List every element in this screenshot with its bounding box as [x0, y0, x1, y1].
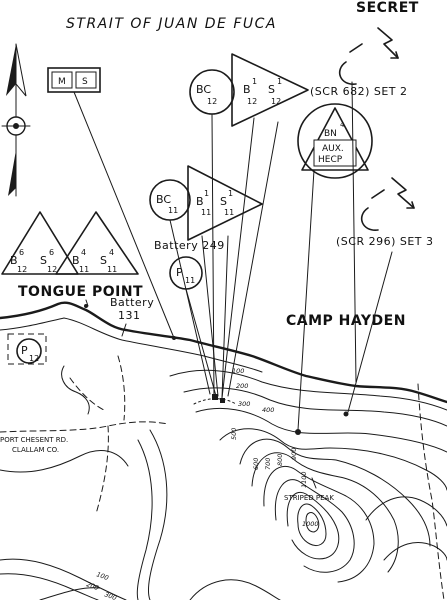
p11-sub: 11: [185, 276, 195, 285]
tongue-unit-2-letter: S: [40, 254, 47, 267]
map-title: STRAIT OF JUAN DE FUCA: [66, 16, 277, 32]
contour-label-300: 300: [238, 400, 250, 408]
coastline: [0, 301, 447, 404]
tongue-unit-2-sub: 12: [47, 265, 57, 274]
bc11-s-sup: 1: [228, 189, 233, 198]
hecp-label: HECP: [318, 155, 343, 165]
tongue-unit-3: B 4 11: [72, 248, 89, 274]
p11-p: P: [176, 266, 183, 279]
camp-hayden-label: CAMP HAYDEN: [286, 313, 406, 329]
aux-hecp-symbol: BN 4 AUX. HECP: [297, 103, 373, 179]
bc12-s: S: [268, 83, 275, 96]
tongue-unit-4-sup: 4: [109, 248, 114, 257]
bc11-bc: BC: [156, 193, 171, 206]
bc11-bc-sub: 11: [168, 206, 178, 215]
tongue-unit-3-sub: 11: [79, 265, 89, 274]
tongue-point-label: TONGUE POINT: [18, 284, 143, 300]
striped-peak-label: STRIPED PEAK: [284, 494, 334, 502]
radar-set-2-label: (SCR 682) SET 2: [310, 85, 408, 98]
bc11-b-sup: 1: [204, 189, 209, 198]
contour-label-900: 900: [290, 448, 298, 460]
contour-label-1000: 1000: [302, 520, 319, 528]
contour-label-600: 600: [252, 458, 260, 470]
bc12-bc: BC: [196, 83, 211, 96]
bc12-b-sup: 1: [252, 77, 257, 86]
tongue-unit-4-letter: S: [100, 254, 107, 267]
tongue-unit-3-letter: B: [72, 254, 80, 267]
aux-label: AUX.: [322, 144, 344, 154]
contour-label-200b: 200: [85, 580, 99, 592]
tongue-point-station-group: B 6 12 S 6 12 B 4 11 S 4 11: [1, 211, 139, 275]
bc11-b-sub: 11: [201, 208, 211, 217]
tongue-unit-2: S 6 12: [40, 248, 57, 274]
contour-label-300b: 300: [103, 590, 117, 600]
tongue-unit-1-letter: B: [10, 254, 18, 267]
legend-m: M: [58, 77, 66, 87]
tongue-unit-1: B 6 12: [10, 248, 27, 274]
radar-symbol-set-3: [360, 177, 415, 231]
bc11-s-sub: 11: [224, 208, 234, 217]
bc12-s-sup: 1: [277, 77, 282, 86]
p12-p: P: [21, 344, 28, 357]
road-label-line2: CLALLAM CO.: [12, 446, 59, 454]
contour-label-800: 800: [276, 454, 284, 466]
p12-station: P 12: [7, 333, 47, 365]
road-label-line1: PORT CHESENT RD.: [0, 436, 68, 444]
legend-box-ms: M S: [47, 67, 101, 93]
bc12-b-sub: 12: [247, 97, 257, 106]
battery-131-line2: 131: [118, 309, 141, 322]
tongue-unit-2-sup: 6: [49, 248, 54, 257]
contour-lines: [0, 369, 447, 600]
coastline-inner: [0, 317, 263, 373]
site-markers: [84, 304, 349, 435]
contour-label-700: 700: [264, 458, 272, 470]
bc11-station-group: BC 11 B 1 11 S 1 11: [149, 165, 263, 241]
p12-sub: 12: [29, 354, 39, 363]
bc11-s: S: [220, 195, 227, 208]
roads: [0, 355, 445, 600]
bc12-b: B: [243, 83, 251, 96]
bc12-station-group: BC 12 B 1 12 S 1 12: [189, 53, 309, 127]
bc11-b: B: [196, 195, 204, 208]
contour-label-1100: 1100: [300, 471, 308, 488]
battery-131-line1: Battery: [110, 296, 154, 309]
classification-label: SECRET: [356, 0, 419, 16]
north-arrow: [1, 43, 31, 197]
contour-label-100b: 100: [95, 570, 109, 582]
bn-sup: 4: [340, 121, 345, 129]
contour-label-100: 100: [232, 367, 244, 375]
radar-symbol-set-2: [338, 27, 399, 85]
bc12-bc-sub: 12: [207, 97, 217, 106]
radar-set-3-label: (SCR 296) SET 3: [336, 235, 434, 248]
tongue-unit-4-sub: 11: [107, 265, 117, 274]
p11-station: P 11: [169, 256, 203, 290]
contour-value-labels: 100 200 300 400 500 600 700 800 900 1000…: [85, 367, 318, 600]
shore-detail: [61, 365, 90, 415]
battery-249-label: Battery 249: [154, 239, 225, 252]
bn-label: BN: [324, 129, 337, 139]
tongue-unit-3-sup: 4: [81, 248, 86, 257]
contour-label-500: 500: [230, 428, 238, 440]
legend-s: S: [82, 77, 88, 87]
tongue-unit-1-sup: 6: [19, 248, 24, 257]
peak-marker: [311, 477, 317, 489]
bc12-s-sub: 12: [271, 97, 281, 106]
contour-label-200: 200: [236, 382, 248, 390]
contour-label-400: 400: [262, 406, 274, 414]
tongue-unit-4: S 4 11: [100, 248, 117, 274]
tongue-unit-1-sub: 12: [17, 265, 27, 274]
